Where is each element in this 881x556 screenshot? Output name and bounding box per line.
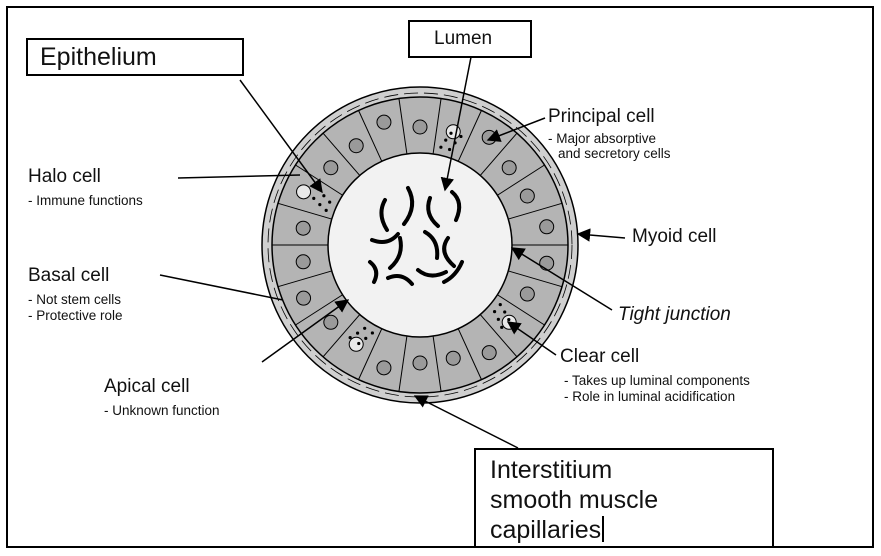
cell-nucleus: [520, 287, 534, 301]
cell-nucleus: [502, 161, 516, 175]
cell-nucleus: [540, 220, 554, 234]
cell-nucleus: [446, 351, 460, 365]
lumen-label: Lumen: [434, 28, 492, 50]
cell-nucleus: [324, 161, 338, 175]
cell-nucleus: [296, 255, 310, 269]
granule: [357, 342, 360, 345]
basal-cell-label: Basal cell: [28, 265, 109, 287]
interstitium-line-2: smooth muscle: [490, 486, 658, 515]
granule: [322, 194, 325, 197]
granule: [349, 336, 352, 339]
cell-nucleus: [446, 125, 460, 139]
lumen-area: [328, 153, 512, 337]
clear-cell-desc-2: - Role in luminal acidification: [564, 389, 735, 404]
basal-cell-desc-2: - Protective role: [28, 308, 123, 323]
cell-nucleus: [377, 361, 391, 375]
apical-cell-label: Apical cell: [104, 376, 190, 398]
tight-junction-label: Tight junction: [618, 304, 731, 326]
cell-nucleus: [349, 337, 363, 351]
principal-cell-label: Principal cell: [548, 106, 655, 128]
apical-cell-desc: - Unknown function: [104, 403, 220, 418]
interstitium-line-3: capillaries: [490, 516, 604, 545]
myoid-cell-label: Myoid cell: [632, 226, 716, 248]
granule: [371, 331, 374, 334]
cell-nucleus: [520, 189, 534, 203]
granule: [503, 310, 506, 313]
granule: [499, 303, 502, 306]
granule: [356, 332, 359, 335]
halo-cell-desc: - Immune functions: [28, 193, 143, 208]
clear-cell-label: Clear cell: [560, 346, 639, 368]
cell-nucleus: [482, 346, 496, 360]
cell-nucleus: [297, 185, 311, 199]
interstitium-line-1: Interstitium: [490, 456, 612, 485]
granule: [448, 148, 451, 151]
epithelium-label: Epithelium: [40, 43, 157, 72]
principal-cell-desc-2: and secretory cells: [558, 146, 671, 161]
granule: [325, 209, 328, 212]
cell-nucleus: [413, 120, 427, 134]
granule: [497, 318, 500, 321]
granule: [312, 197, 315, 200]
cell-nucleus: [413, 356, 427, 370]
halo-cell-label: Halo cell: [28, 166, 101, 188]
granule: [500, 326, 503, 329]
granule: [493, 310, 496, 313]
cell-nucleus: [377, 115, 391, 129]
basal-cell-desc-1: - Not stem cells: [28, 292, 121, 307]
granule: [364, 337, 367, 340]
cell-nucleus: [296, 221, 310, 235]
text-cursor: [602, 516, 604, 542]
granule: [328, 200, 331, 203]
granule: [439, 146, 442, 149]
epithelium-label-box: Epithelium: [26, 38, 244, 76]
cell-nucleus: [540, 256, 554, 270]
granule: [507, 318, 510, 321]
granule: [318, 203, 321, 206]
principal-cell-desc-1: - Major absorptive: [548, 131, 656, 146]
interstitium-label-box: Interstitium smooth muscle capillaries: [474, 448, 774, 548]
cell-nucleus: [349, 139, 363, 153]
granule: [449, 132, 452, 135]
granule: [459, 135, 462, 138]
cell-nucleus: [297, 291, 311, 305]
clear-cell-desc-1: - Takes up luminal components: [564, 373, 750, 388]
granule: [363, 327, 366, 330]
lumen-label-box: Lumen: [408, 20, 532, 58]
cell-nucleus: [324, 315, 338, 329]
granule: [444, 139, 447, 142]
